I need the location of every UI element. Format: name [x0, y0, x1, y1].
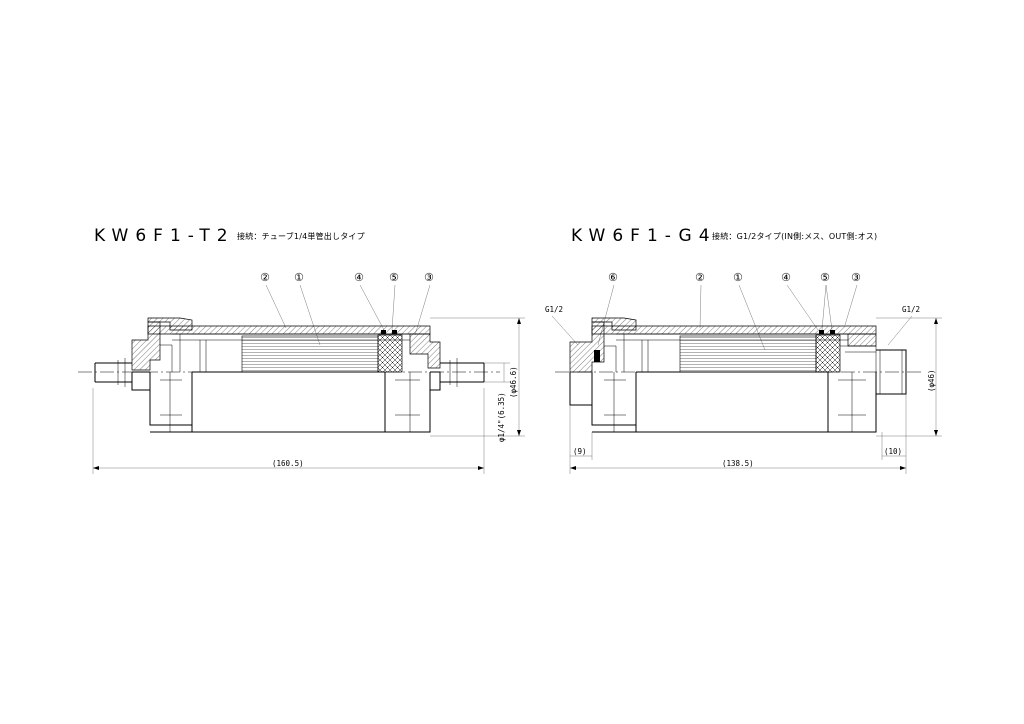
left-leader-lines: [265, 284, 431, 346]
right-balloon-3: ③: [851, 271, 861, 284]
right-left-port-dim: (9): [573, 447, 587, 456]
right-leader-lines: [551, 284, 913, 351]
left-balloon-4: ④: [354, 271, 364, 284]
left-balloon-3: ③: [424, 271, 434, 284]
right-dimensions: (9) (10) (138.5) (φ46): [569, 317, 942, 474]
right-filter-body: [555, 317, 922, 433]
right-connection-note: 接続：G1/2タイプ(IN側:メス、OUT側:オス): [712, 231, 877, 241]
drawing-left: KW6F1-T2 接続：チューブ1/4単管出しタイプ ② ① ④ ⑤ ③: [78, 226, 525, 474]
left-connection-note: 接続：チューブ1/4単管出しタイプ: [237, 231, 365, 241]
right-model-title: KW6F1-G4: [571, 226, 717, 246]
right-balloon-4: ④: [781, 271, 791, 284]
right-outer-dia-dim: (φ46): [927, 369, 936, 392]
left-model-title: KW6F1-T2: [94, 226, 235, 246]
left-balloon-1: ①: [294, 271, 304, 284]
left-tube-dia-dim: φ1/4"(6.35): [497, 392, 506, 442]
right-balloon-6: ⑥: [608, 271, 618, 284]
left-length-dim: (160.5): [272, 459, 304, 468]
right-length-dim: (138.5): [722, 459, 754, 468]
right-balloon-5: ⑤: [820, 271, 830, 284]
left-outer-dia-dim: (φ46.6): [509, 366, 518, 398]
left-balloon-2: ②: [260, 271, 270, 284]
right-port-label-left: G1/2: [545, 305, 563, 314]
right-balloon-1: ①: [733, 271, 743, 284]
right-port-label-right: G1/2: [902, 305, 920, 314]
drawing-right: KW6F1-G4 接続：G1/2タイプ(IN側:メス、OUT側:オス) ⑥ ② …: [545, 226, 942, 474]
left-dimensions: (160.5) (φ46.6) φ1/4"(6.35): [92, 317, 525, 474]
left-filter-body: [78, 317, 500, 433]
right-balloon-2: ②: [695, 271, 705, 284]
right-right-port-dim: (10): [884, 447, 902, 456]
left-balloon-5: ⑤: [389, 271, 399, 284]
